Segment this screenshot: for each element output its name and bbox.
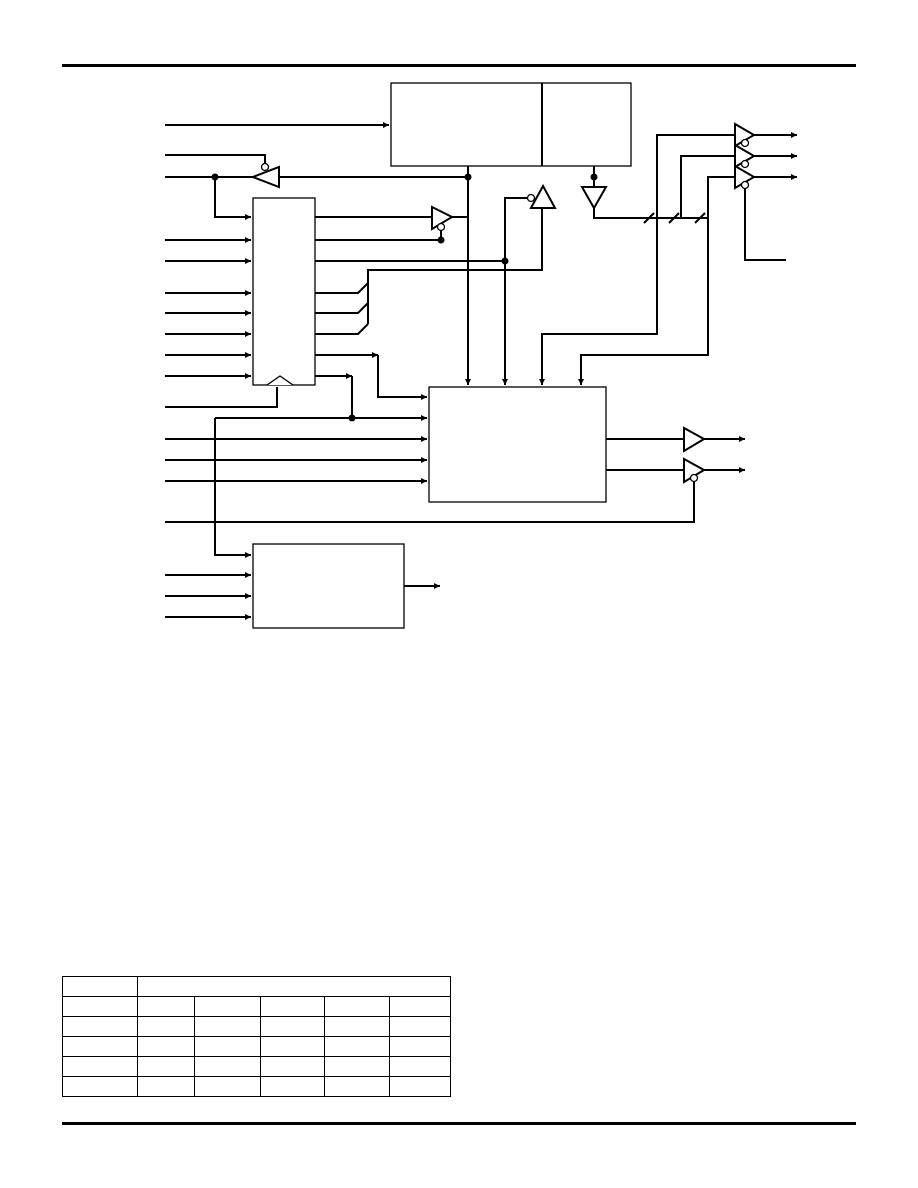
bubble-6 <box>740 159 750 169</box>
junction-dot <box>211 173 219 181</box>
bubble-3 <box>526 193 536 203</box>
bus-line-2 <box>502 197 531 385</box>
input-buffer <box>250 165 280 189</box>
top-to-buffer-line <box>279 166 469 178</box>
table-row <box>62 1016 451 1037</box>
table-cell <box>260 1056 325 1077</box>
table-cell <box>137 1056 195 1077</box>
table-cell <box>324 1016 390 1037</box>
table-cell <box>260 1016 325 1037</box>
table-row <box>62 1076 451 1097</box>
table-cell <box>137 1076 195 1097</box>
table-cell <box>260 996 325 1017</box>
right-bus-2 <box>680 155 735 218</box>
left-register <box>252 197 316 386</box>
table-row <box>62 1036 451 1057</box>
table-row <box>62 996 451 1017</box>
table-cell <box>324 1056 390 1077</box>
output-enable-line <box>744 189 786 261</box>
input-line-2 <box>165 154 266 163</box>
junction-dot <box>437 236 445 244</box>
register-input-0 <box>214 177 251 220</box>
bus-to-bidir <box>367 208 543 324</box>
table-cell <box>194 996 261 1017</box>
table-cell <box>260 1076 325 1097</box>
bubble-7 <box>740 180 750 190</box>
bus-slash-1 <box>643 212 655 224</box>
table-cell <box>324 996 390 1017</box>
table-header-cell <box>137 976 451 997</box>
bus-tap-1 <box>348 282 369 294</box>
table-cell <box>194 1036 261 1057</box>
table-cell <box>62 1036 138 1057</box>
bottom-block <box>252 543 405 629</box>
table-row <box>62 1056 451 1077</box>
bubble-1 <box>260 162 270 172</box>
data-table <box>62 976 451 1097</box>
clock-input <box>165 387 278 408</box>
table-cell <box>62 1076 138 1097</box>
bubble-4 <box>689 473 699 483</box>
table-cell <box>389 1056 451 1077</box>
table-cell <box>62 1016 138 1037</box>
output-buffer-1 <box>683 426 707 453</box>
logic-input-0 <box>377 355 427 400</box>
table-cell <box>137 1036 195 1057</box>
bus-tap-2 <box>348 302 369 314</box>
top-rule <box>62 64 856 67</box>
table-cell <box>194 1076 261 1097</box>
table-cell <box>389 1076 451 1097</box>
bottom-rule <box>62 1122 856 1125</box>
table-cell <box>194 1056 261 1077</box>
bus-slash-2 <box>668 212 680 224</box>
table-header-row <box>62 976 451 997</box>
bubble-5 <box>740 138 750 148</box>
table-header-cell <box>62 976 138 997</box>
bidir-buffer-up <box>529 183 557 209</box>
junction-dot <box>464 173 472 181</box>
table-cell <box>389 1016 451 1037</box>
right-bus-1 <box>541 134 735 385</box>
bidir-buffer-down <box>580 186 608 211</box>
table-cell <box>389 1036 451 1057</box>
table-cell <box>324 1036 390 1057</box>
table-cell <box>62 1056 138 1077</box>
table-cell <box>389 996 451 1017</box>
junction-dot <box>348 414 356 422</box>
table-cell <box>194 1016 261 1037</box>
top-block-left <box>390 82 632 167</box>
junction-dot <box>501 257 509 265</box>
central-logic <box>428 386 607 503</box>
table-cell <box>137 1016 195 1037</box>
table-cell <box>62 996 138 1017</box>
bottom-block-input-0 <box>214 418 251 558</box>
clock-notch <box>266 375 294 386</box>
table-cell <box>137 996 195 1017</box>
enable-line <box>165 480 695 523</box>
bus-tap-3 <box>348 323 369 335</box>
bus-slash-3 <box>694 212 706 224</box>
table-cell <box>324 1076 390 1097</box>
junction-dot <box>590 173 598 181</box>
table-cell <box>260 1036 325 1057</box>
junctions <box>211 173 598 422</box>
bubble-2 <box>436 222 446 232</box>
